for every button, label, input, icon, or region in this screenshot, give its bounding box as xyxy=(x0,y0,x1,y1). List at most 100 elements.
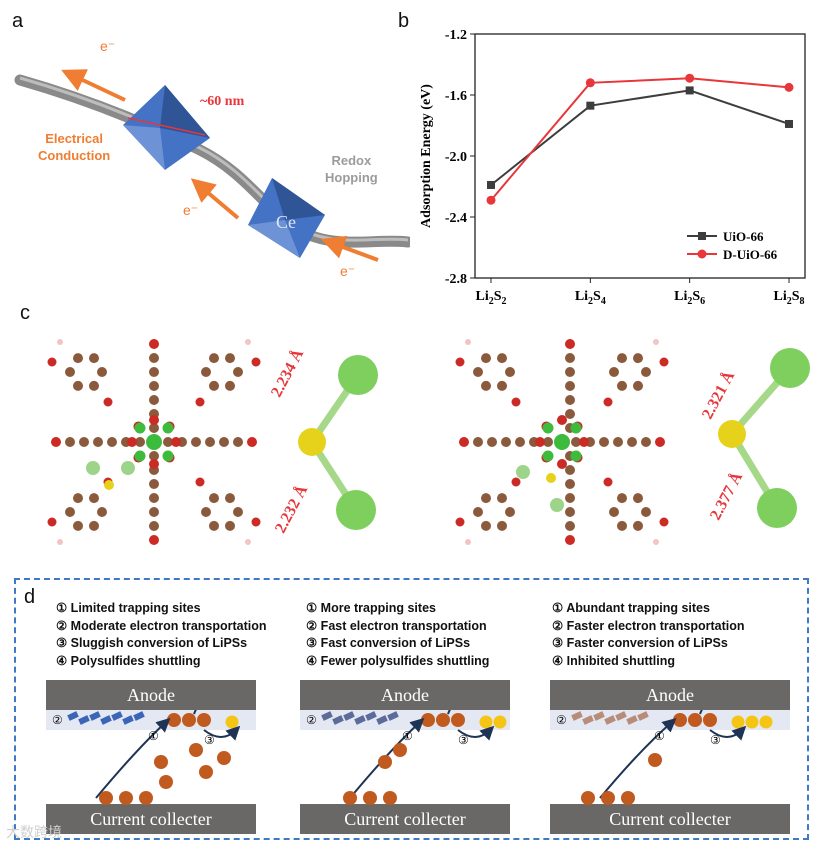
oxygen-atom xyxy=(171,437,181,447)
ring-atom xyxy=(633,353,643,364)
oxygen-atom xyxy=(659,517,669,527)
ring-atom xyxy=(89,353,99,364)
oxygen-atom xyxy=(149,459,159,469)
hydrogen-atom xyxy=(245,339,251,345)
point-D-UiO-66-0 xyxy=(486,195,496,205)
polysulfide-dot xyxy=(383,791,397,805)
column-3-text: ① Abundant trapping sites ② Faster elect… xyxy=(552,601,745,668)
legend-label: UiO-66 xyxy=(723,229,764,244)
mof-atom xyxy=(149,493,159,503)
hydrogen-atom xyxy=(653,539,659,545)
anode-bar-2: Anode xyxy=(300,680,510,710)
ring-atom xyxy=(89,493,99,504)
li2s-dot xyxy=(225,715,239,729)
li2s-dot xyxy=(479,715,493,729)
mof-atom xyxy=(233,437,243,447)
oxygen-atom xyxy=(455,517,465,527)
mof-atom xyxy=(487,437,497,447)
electron-label-3: e⁻ xyxy=(340,263,356,279)
oxygen-atom xyxy=(251,357,261,367)
oxygen-atom xyxy=(127,437,137,447)
svg-text:①: ① xyxy=(654,729,665,743)
mof-atom xyxy=(627,437,637,447)
mof-atom xyxy=(79,437,89,447)
li-atom xyxy=(550,498,564,512)
svg-text:Ce: Ce xyxy=(276,212,296,232)
mof-atom xyxy=(149,423,159,433)
mof-atom xyxy=(565,521,575,531)
polysulfide-dot xyxy=(581,791,595,805)
y-tick-label: -2.0 xyxy=(445,150,467,165)
ring-atom xyxy=(225,520,235,531)
polysulfide-dot xyxy=(343,791,357,805)
mof-atom xyxy=(149,535,159,545)
mof-atom xyxy=(459,437,469,447)
mof-atom xyxy=(473,437,483,447)
mof-atom xyxy=(565,353,575,363)
oxygen-atom xyxy=(557,459,567,469)
mof-atom xyxy=(565,493,575,503)
li-s-cluster-right xyxy=(718,348,810,528)
ring-atom xyxy=(209,353,219,364)
series-line-D-UiO-66 xyxy=(490,77,790,201)
mof-atom xyxy=(613,437,623,447)
ring-atom xyxy=(97,507,107,517)
hydrogen-atom xyxy=(465,539,471,545)
point-UiO-66-2 xyxy=(685,86,694,95)
mof-atom xyxy=(247,437,257,447)
mof-atom xyxy=(149,479,159,489)
ring-atom xyxy=(473,507,483,517)
mof-atom xyxy=(599,437,609,447)
polysulfide-dot xyxy=(154,755,168,769)
mof-atom xyxy=(565,535,575,545)
mof-atom xyxy=(565,395,575,405)
separator-scene-3: ②④×③① xyxy=(550,710,790,805)
legend-marker xyxy=(697,249,707,259)
hydrogen-atom xyxy=(653,339,659,345)
oxygen-atom xyxy=(511,397,521,407)
li-atom xyxy=(86,461,100,475)
ring-atom xyxy=(97,367,107,377)
column-2-text: ① More trapping sites ② Fast electron tr… xyxy=(306,601,490,668)
zr-atom xyxy=(570,450,582,462)
polysulfide-dot xyxy=(648,753,662,767)
hydrogen-atom xyxy=(245,539,251,545)
mof-atom xyxy=(219,437,229,447)
zr-atom xyxy=(570,422,582,434)
mof-atom xyxy=(149,367,159,377)
ring-atom xyxy=(633,493,643,504)
zr-atom xyxy=(134,450,146,462)
mof-atom xyxy=(565,479,575,489)
point-UiO-66-0 xyxy=(487,180,495,189)
arrow-electron-3 xyxy=(320,235,379,262)
polysulfide-dot xyxy=(451,713,465,727)
panel-a-schematic: Ce xyxy=(14,69,410,262)
legend-label: D-UiO-66 xyxy=(723,247,778,262)
ring-atom xyxy=(481,380,491,391)
polysulfide-dot xyxy=(363,791,377,805)
ring-atom xyxy=(73,493,83,504)
ring-atom xyxy=(609,507,619,517)
svg-text:③: ③ xyxy=(458,733,469,747)
collector-bar-1: Current collecter xyxy=(46,804,256,834)
mof-structure-left xyxy=(47,339,261,545)
zr-atom xyxy=(542,450,554,462)
polysulfide-dot xyxy=(189,743,203,757)
mof-atom xyxy=(565,507,575,517)
zr-atom xyxy=(162,422,174,434)
panel-d-box: ① Limited trapping sites ② Moderate elec… xyxy=(14,578,809,840)
ring-atom xyxy=(497,353,507,364)
separator-scenes: ②④③①②④③①②④×③① xyxy=(46,710,790,805)
ring-atom xyxy=(633,380,643,391)
legend-marker xyxy=(698,232,706,240)
ring-atom xyxy=(233,507,243,517)
anode-bar-1: Anode xyxy=(46,680,256,710)
ring-atom xyxy=(505,507,515,517)
series-line-UiO-66 xyxy=(490,89,790,186)
li-atom xyxy=(121,461,135,475)
ring-atom xyxy=(497,493,507,504)
oxygen-atom xyxy=(47,517,57,527)
polysulfide-dot xyxy=(703,713,717,727)
